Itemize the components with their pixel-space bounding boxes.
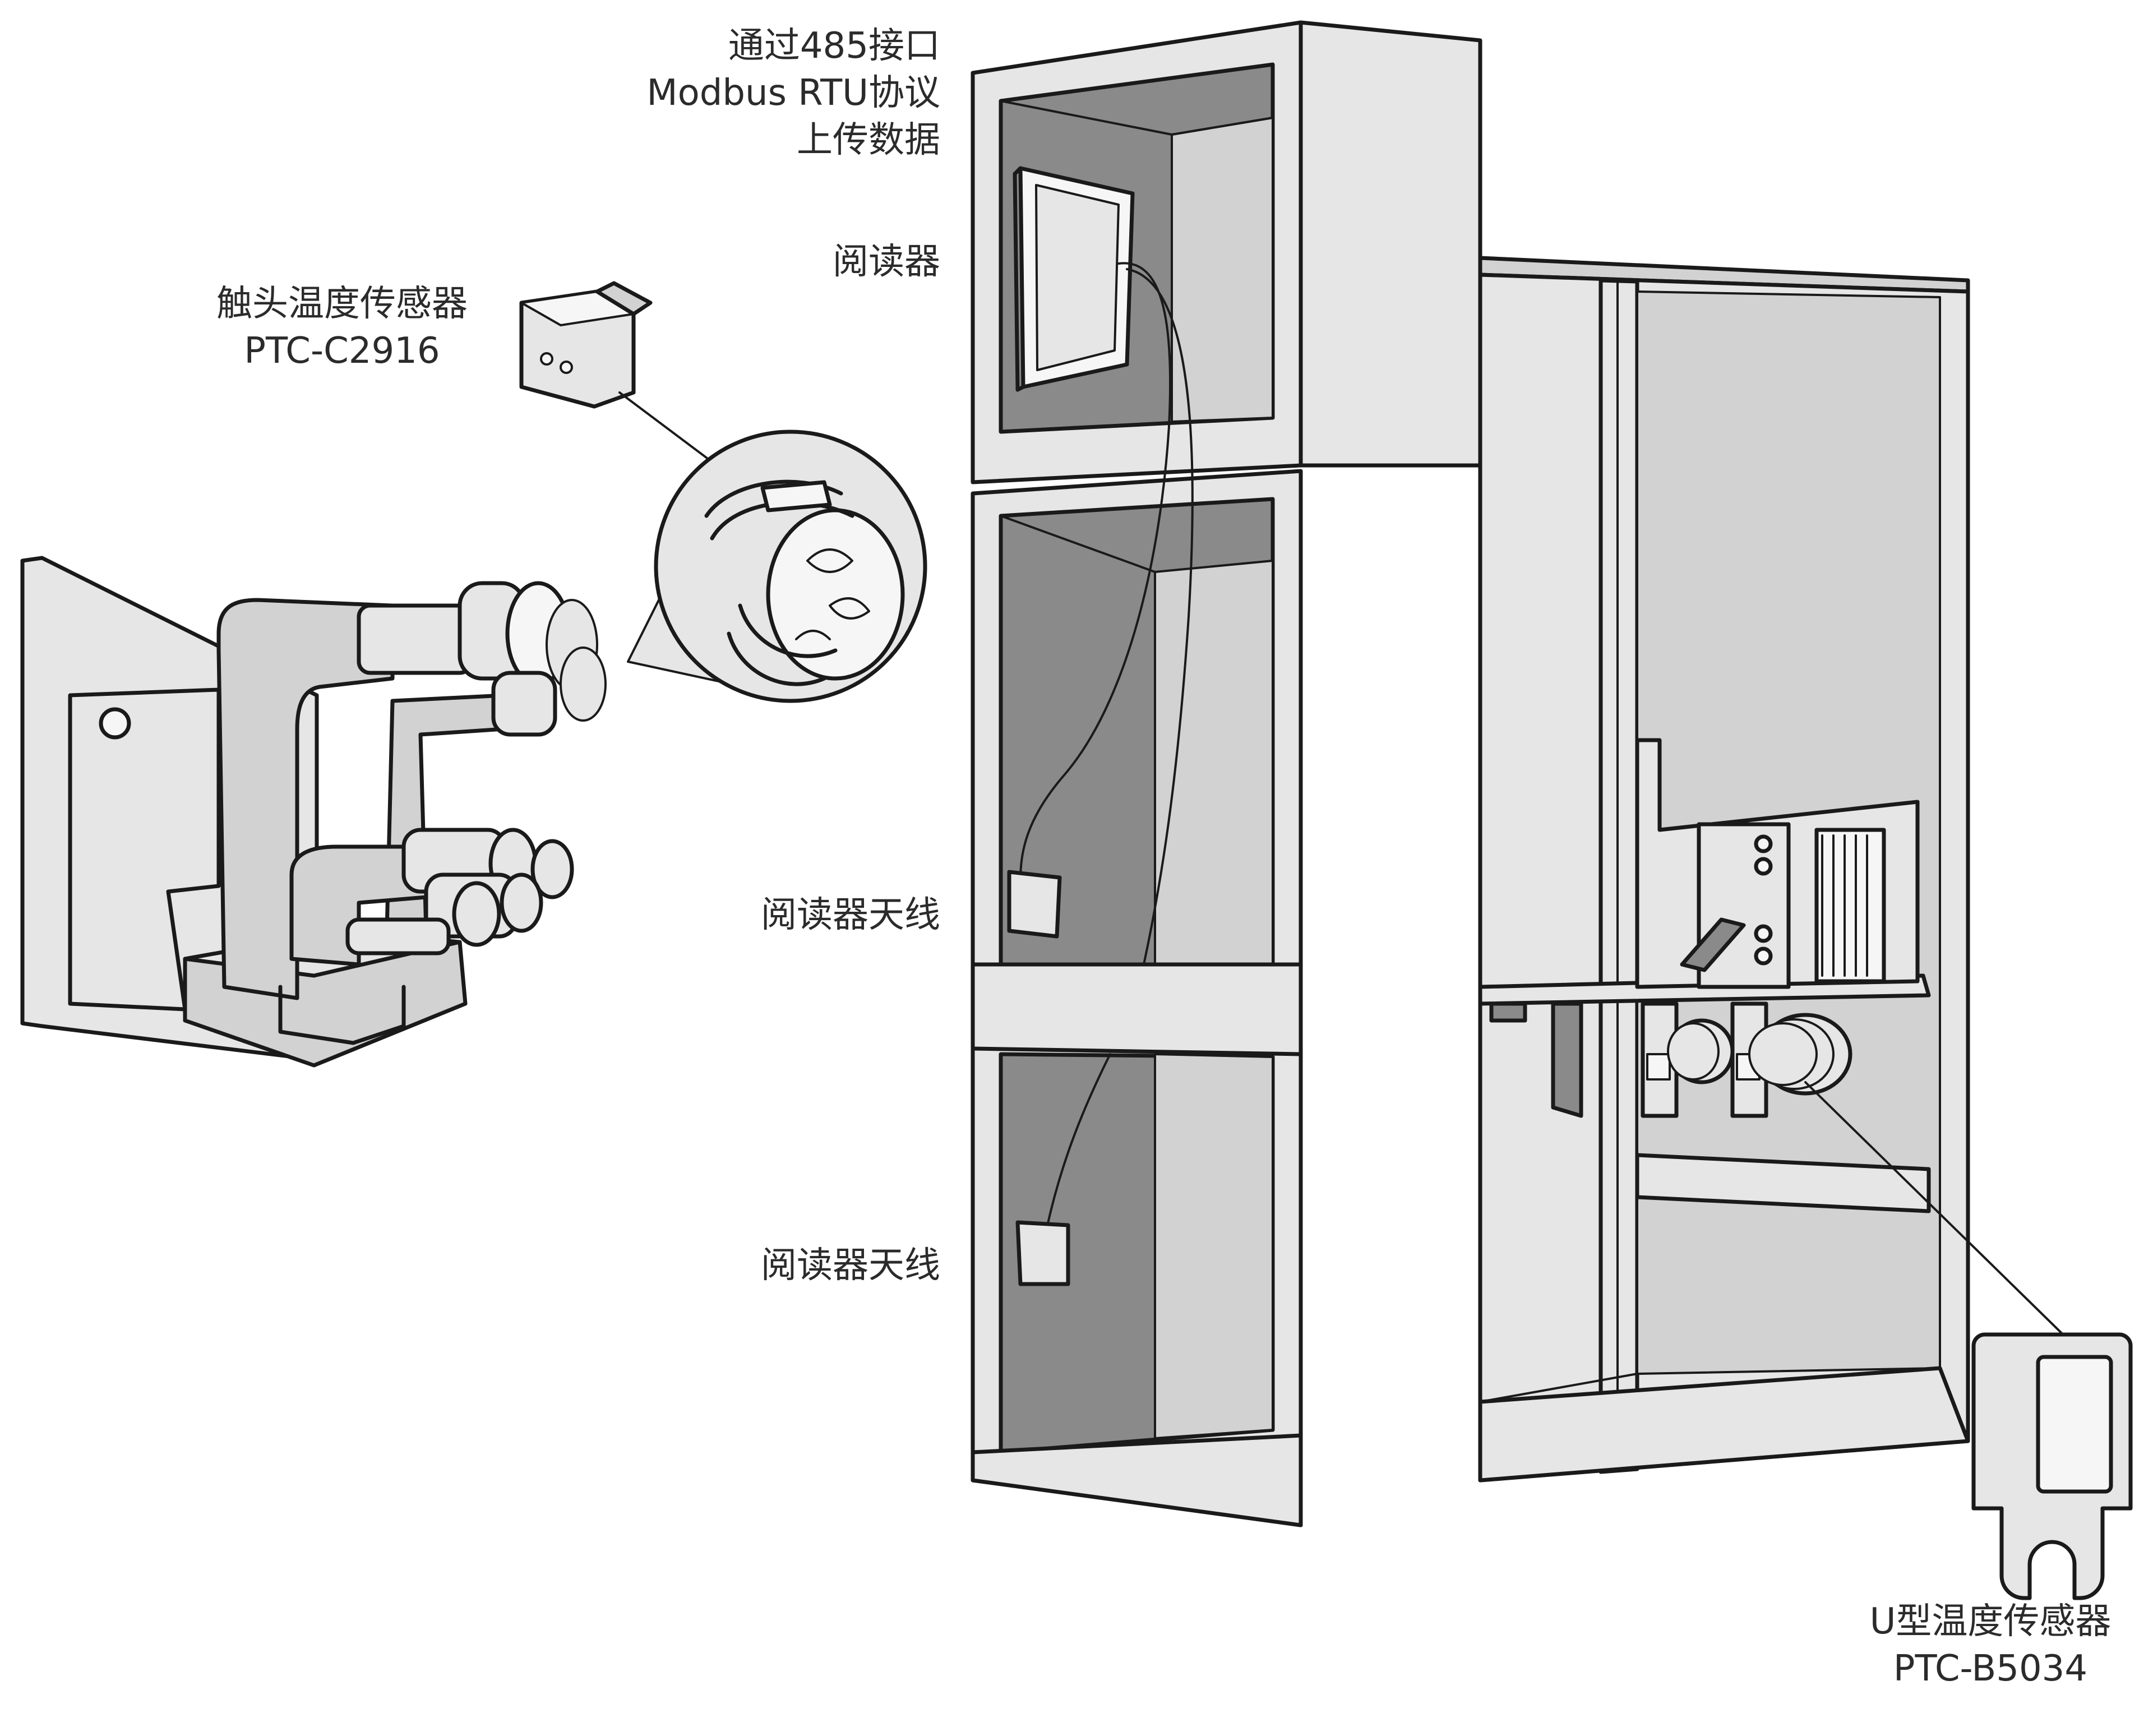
u-sensor-name: U型温度传感器 bbox=[1869, 1601, 2112, 1642]
reader-antenna-label-2: 阅读器天线 bbox=[761, 1245, 940, 1286]
u-type-sensor bbox=[1971, 1332, 2133, 1600]
contact-sensor bbox=[519, 281, 653, 409]
u-sensor-model: PTC-B5034 bbox=[1893, 1648, 2088, 1689]
reader-antenna-label-1: 阅读器天线 bbox=[761, 894, 940, 936]
antenna-2 bbox=[1015, 1220, 1070, 1286]
antenna-1 bbox=[1007, 870, 1062, 939]
reader-label: 阅读器 bbox=[833, 241, 940, 283]
main-cabinet-front bbox=[971, 469, 1303, 1527]
pointer-u-sensor bbox=[1804, 1081, 2076, 1347]
u-sensor-label: U型温度传感器 PTC-B5034 bbox=[1839, 1598, 2142, 1692]
cables bbox=[1019, 262, 1194, 1235]
contact-sensor-name: 触头温度传感器 bbox=[216, 283, 468, 325]
reader-device bbox=[1013, 166, 1135, 392]
uplink-line-1: 通过485接口 bbox=[728, 25, 940, 67]
contact-sensor-label: 触头温度传感器 PTC-C2916 bbox=[185, 280, 499, 375]
uplink-line-3: 上传数据 bbox=[797, 119, 940, 161]
contact-sensor-model: PTC-C2916 bbox=[244, 330, 440, 372]
uplink-note: 通过485接口 Modbus RTU协议 上传数据 bbox=[646, 22, 940, 164]
magnified-contact-view bbox=[627, 430, 927, 703]
circuit-breaker bbox=[20, 556, 607, 1068]
uplink-line-2: Modbus RTU协议 bbox=[646, 72, 940, 114]
side-cabinet bbox=[1478, 256, 1970, 1483]
